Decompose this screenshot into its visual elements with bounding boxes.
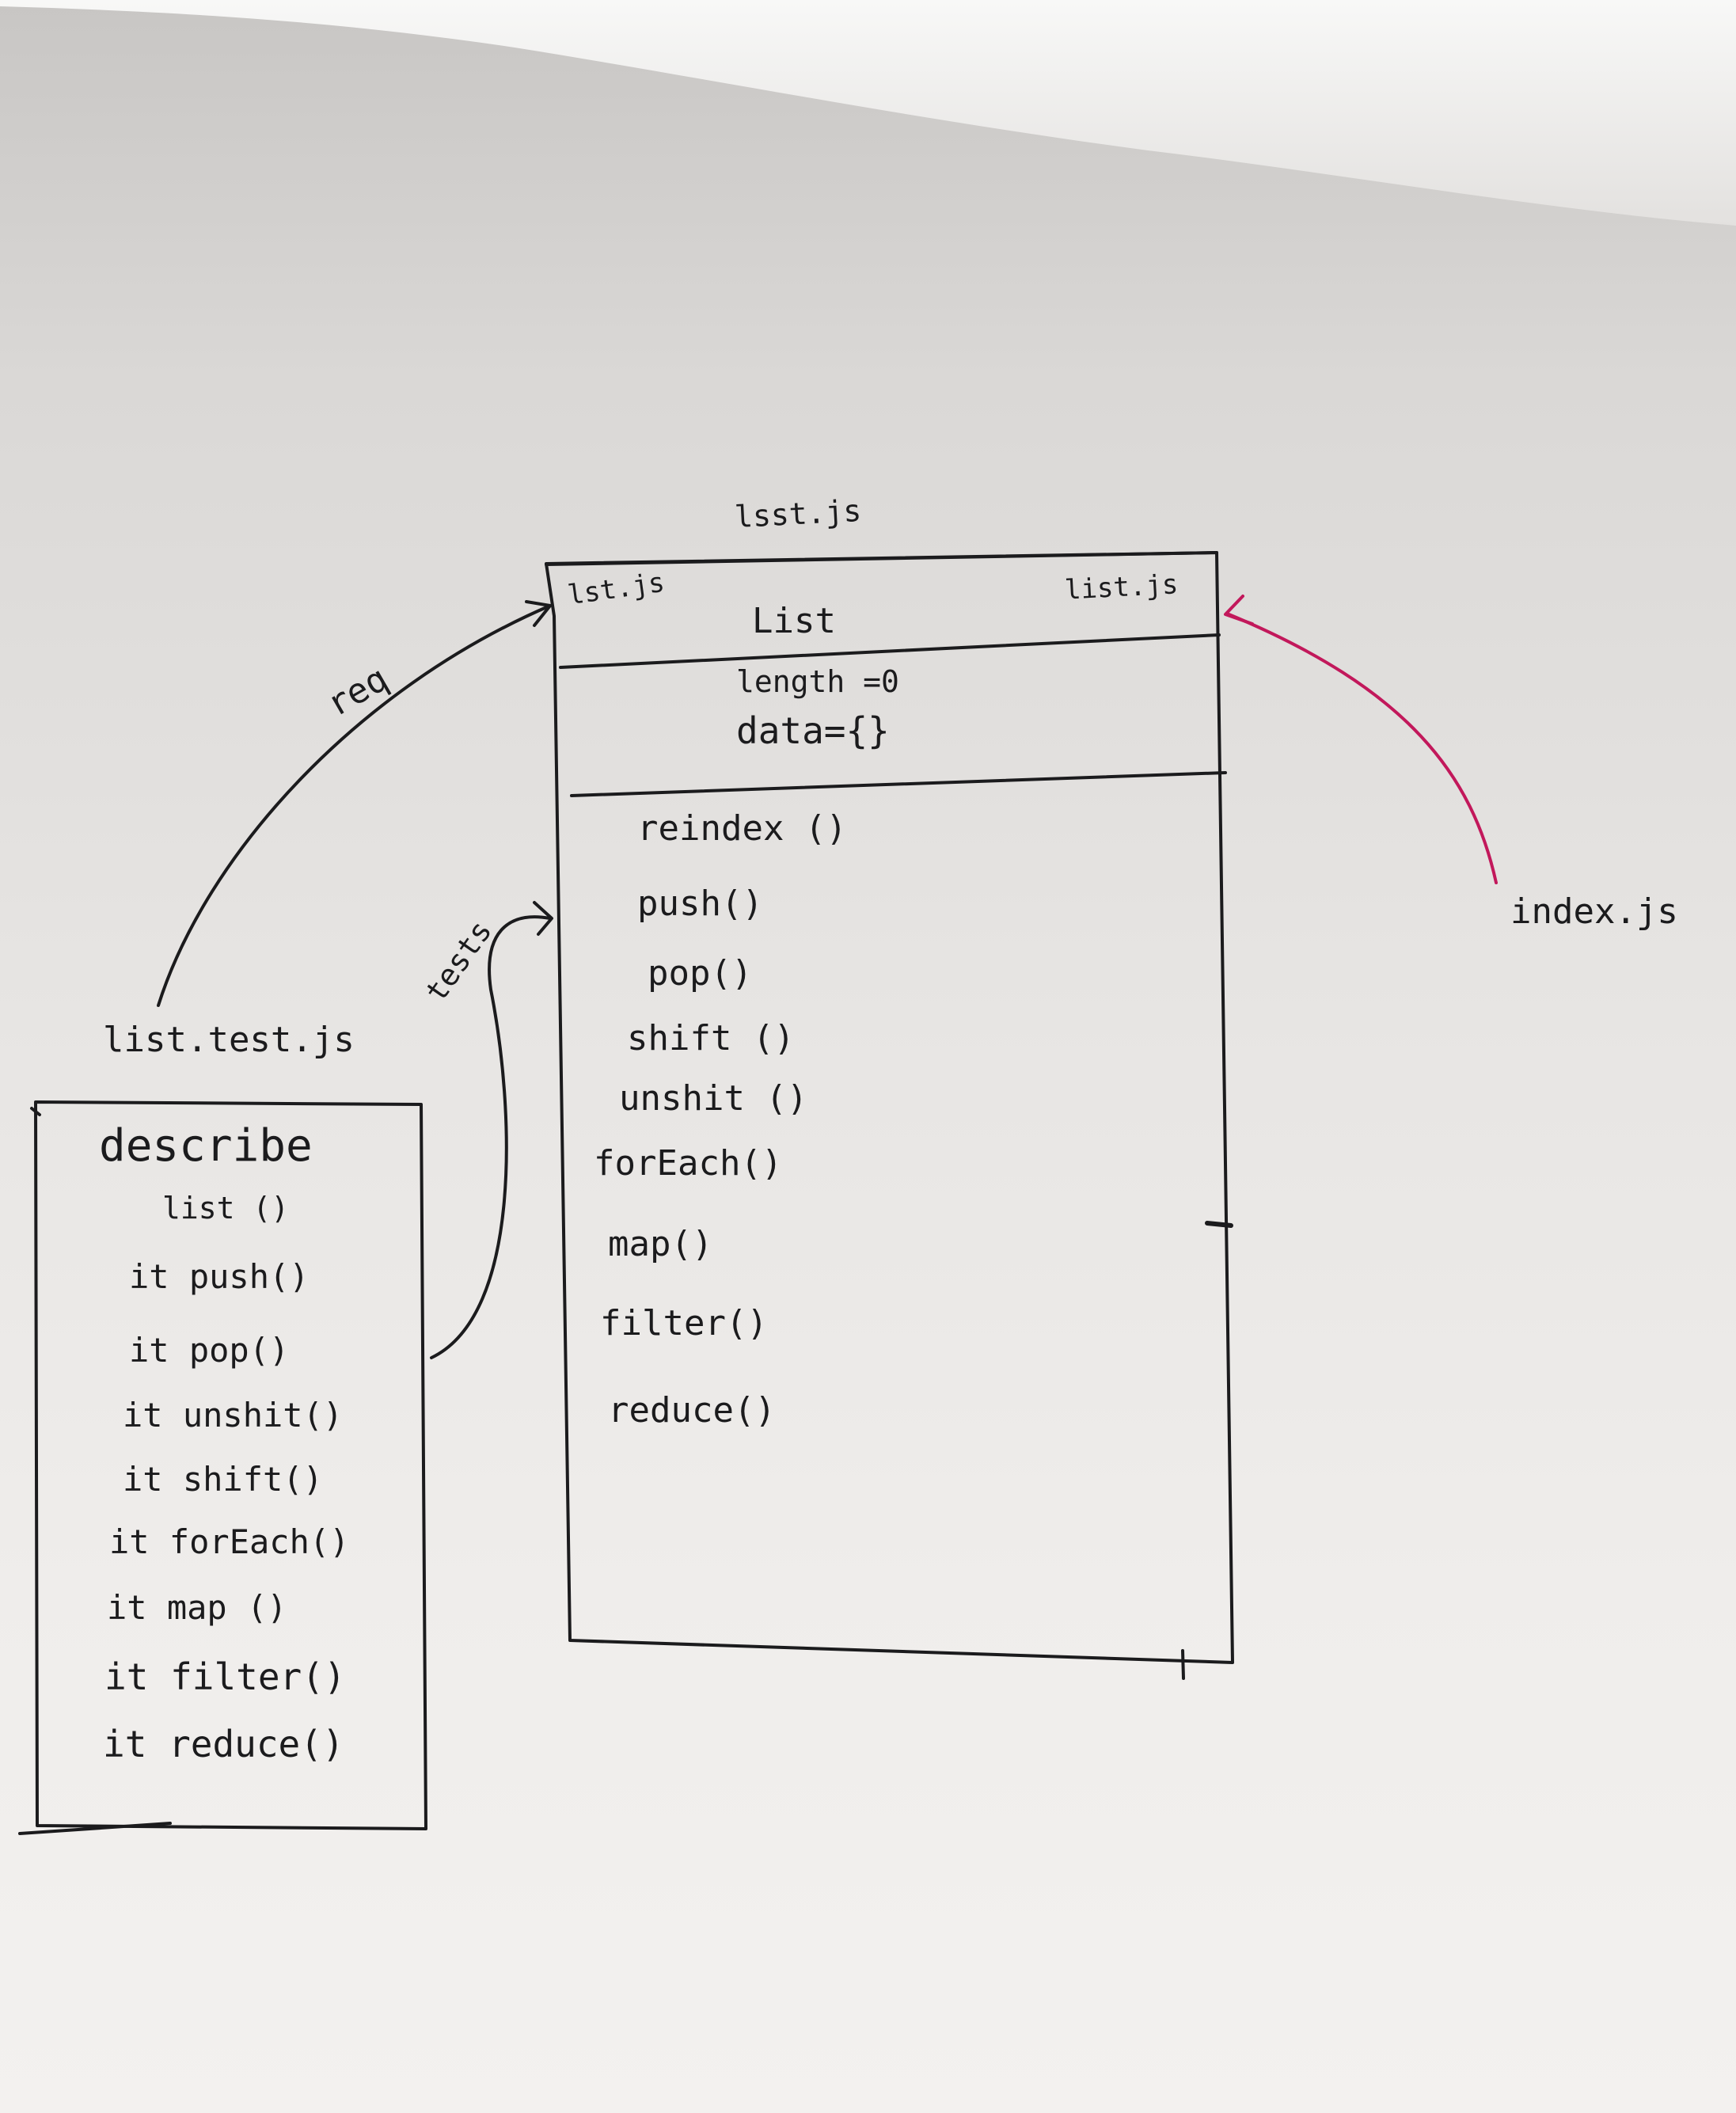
class-box xyxy=(545,551,1234,1680)
method-forEach: forEach() xyxy=(594,1143,783,1184)
test-it-pop: it pop() xyxy=(129,1331,290,1370)
method-shift: shift () xyxy=(627,1018,795,1058)
tests-arrow-head xyxy=(533,901,553,936)
class-box-corner-right: list.js xyxy=(1064,568,1179,606)
test-it-filter: it filter() xyxy=(104,1655,346,1698)
class-box-top-edge xyxy=(545,551,1218,566)
tests-arrow-line xyxy=(430,915,552,1359)
test-box xyxy=(18,1100,427,1835)
test-describe: describe xyxy=(99,1120,313,1172)
index-arrow xyxy=(1224,595,1498,884)
test-box-outline xyxy=(34,1100,427,1830)
class-box-divider-name xyxy=(559,633,1221,669)
test-it-push: it push() xyxy=(129,1257,310,1296)
test-it-shift: it shift() xyxy=(123,1460,323,1499)
index-label: index.js xyxy=(1510,891,1678,932)
test-it-map: it map () xyxy=(107,1588,287,1627)
class-box-divider-props xyxy=(570,771,1227,797)
test-box-bottom-stroke xyxy=(18,1822,172,1835)
req-arrow xyxy=(157,600,552,1007)
file-label-top: lsst.js xyxy=(733,492,863,535)
test-subject: list () xyxy=(162,1191,290,1226)
test-it-forEach: it forEach() xyxy=(109,1522,350,1561)
tests-arrow xyxy=(430,901,553,1359)
test-box-tick xyxy=(30,1107,41,1116)
ink-smudge xyxy=(1205,1221,1233,1228)
test-it-reduce: it reduce() xyxy=(103,1723,344,1765)
req-arrow-head xyxy=(525,600,552,627)
method-push: push() xyxy=(637,884,763,924)
paper-fold xyxy=(0,0,1736,226)
req-arrow-line xyxy=(157,604,552,1007)
test-it-unshit: it unshit() xyxy=(123,1396,344,1435)
property-data: data={} xyxy=(736,709,890,752)
index-arrow-head xyxy=(1224,595,1254,625)
method-reindex: reindex () xyxy=(637,808,847,849)
class-name: List xyxy=(752,601,836,641)
test-file-label: list.test.js xyxy=(103,1020,355,1060)
method-pop: pop() xyxy=(648,953,753,994)
method-reduce: reduce() xyxy=(608,1390,776,1431)
method-map: map() xyxy=(608,1224,713,1264)
method-unshit: unshit () xyxy=(619,1078,808,1119)
method-filter: filter() xyxy=(600,1303,768,1343)
property-length: length =0 xyxy=(736,664,899,699)
index-arrow-line xyxy=(1225,612,1498,884)
